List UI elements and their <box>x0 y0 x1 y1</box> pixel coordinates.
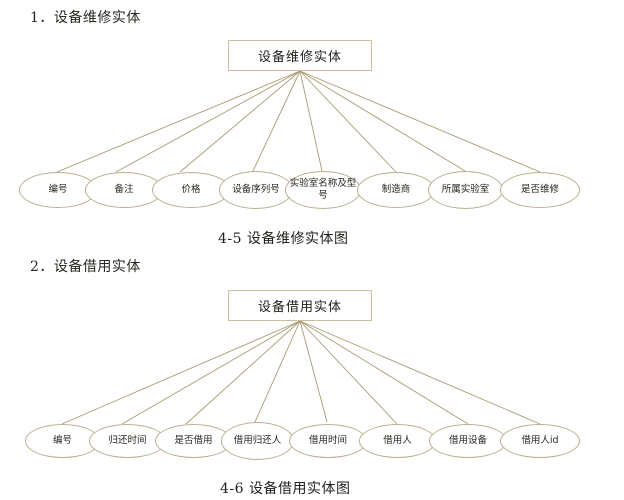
edge-line <box>115 70 301 173</box>
connector-lines-2 <box>61 320 541 425</box>
edge-line <box>299 70 397 173</box>
attribute-ellipse[interactable]: 编号 <box>19 172 97 208</box>
attribute-ellipse[interactable]: 借用归还人 <box>221 422 294 460</box>
section-heading-2: 2．设备借用实体 <box>30 259 141 275</box>
section-heading-1: 1．设备维修实体 <box>30 10 141 26</box>
attribute-ellipse[interactable]: 所属实验室 <box>428 171 503 209</box>
attribute-ellipse[interactable]: 归还时间 <box>89 424 166 458</box>
figure-caption-1: 4-5 设备维修实体图 <box>218 231 349 247</box>
edge-line <box>121 320 301 425</box>
attribute-ellipse[interactable]: 备注 <box>85 172 163 208</box>
connector-lines-1 <box>56 70 541 173</box>
edge-line <box>299 320 541 425</box>
entity-box-equipment-borrow[interactable]: 设备借用实体 <box>228 290 372 321</box>
attribute-ellipse[interactable]: 借用人id <box>500 424 580 458</box>
edge-line <box>252 70 301 172</box>
edge-line <box>299 70 466 172</box>
edge-line <box>61 320 301 425</box>
attribute-ellipse[interactable]: 借用人 <box>359 424 436 458</box>
edge-line <box>185 320 301 425</box>
attribute-ellipse[interactable]: 借用时间 <box>289 424 367 458</box>
edge-line <box>254 320 301 423</box>
attribute-ellipse[interactable]: 制造商 <box>357 172 435 208</box>
er-diagram-equipment-repair: 设备维修实体 编号 备注 价格 设备序列号 实验室名称及型号 制造商 所属实验室… <box>0 0 624 230</box>
edge-line <box>299 320 469 425</box>
edge-line <box>299 70 541 173</box>
attribute-ellipse[interactable]: 设备序列号 <box>219 171 293 209</box>
attribute-ellipse[interactable]: 是否借用 <box>155 424 232 458</box>
attribute-ellipse[interactable]: 价格 <box>152 172 230 208</box>
attribute-ellipse[interactable]: 编号 <box>25 424 100 458</box>
edge-line <box>179 70 301 173</box>
attribute-ellipse[interactable]: 实验室名称及型号 <box>285 171 361 209</box>
edge-line <box>299 320 398 425</box>
attribute-ellipse[interactable]: 是否维修 <box>500 172 580 208</box>
edge-line <box>299 320 328 423</box>
entity-box-equipment-repair[interactable]: 设备维修实体 <box>228 40 372 71</box>
edge-line <box>56 70 301 173</box>
er-diagram-equipment-borrow: 设备借用实体 编号 归还时间 是否借用 借用归还人 借用时间 借用人 借用设备 … <box>0 250 624 480</box>
figure-caption-2: 4-6 设备借用实体图 <box>220 481 351 497</box>
attribute-ellipse[interactable]: 借用设备 <box>429 424 507 458</box>
edge-line <box>299 70 323 172</box>
